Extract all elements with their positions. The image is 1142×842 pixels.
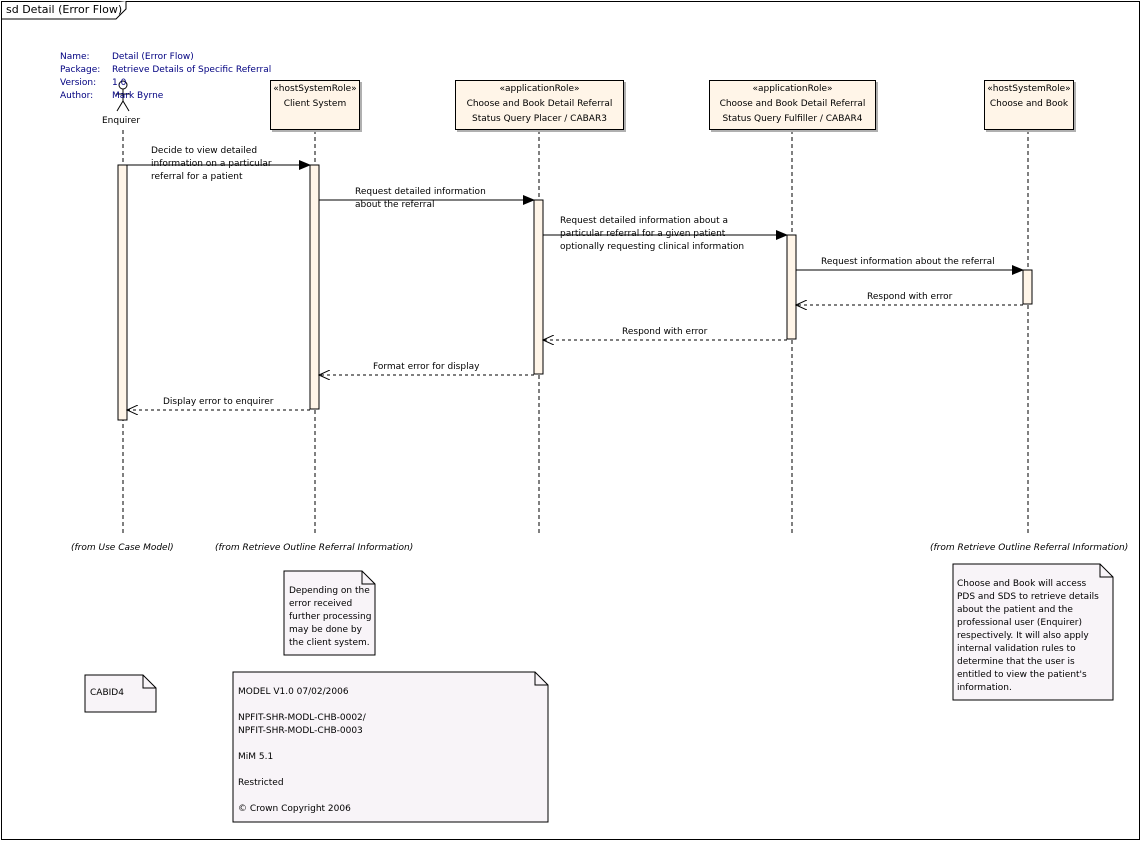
lifeline-choose-and-book[interactable]: «hostSystemRole» Choose and Book <box>984 80 1074 130</box>
meta-key: Author: <box>60 91 94 101</box>
note-line: information. <box>957 683 1012 693</box>
note-line: error received <box>289 599 353 609</box>
meta-key: Package: <box>60 65 101 75</box>
note-line: MODEL V1.0 07/02/2006 <box>238 687 349 697</box>
note-line: Depending on the <box>289 586 370 596</box>
note-line: MiM 5.1 <box>238 752 274 762</box>
note-line: about the patient and the <box>957 605 1073 615</box>
msg-label-2: Request detailed information about the r… <box>355 186 486 212</box>
msg-line: optionally requesting clinical informati… <box>560 242 745 252</box>
lifeline-cabar3[interactable]: «applicationRole» Choose and Book Detail… <box>455 80 624 130</box>
msg-line: Format error for display <box>373 362 480 372</box>
note-line: entitled to view the patient's <box>957 670 1087 680</box>
meta-key: Version: <box>60 78 97 88</box>
lifeline-client-from-label: (from Retrieve Outline Referral Informat… <box>215 543 414 553</box>
lifeline-stereotype: «applicationRole» <box>499 84 580 94</box>
note-processing-shape <box>283 570 376 656</box>
lifeline-stereotype: «applicationRole» <box>752 84 833 94</box>
note-line: further processing <box>289 612 372 622</box>
note-line: PDS and SDS to retrieve details <box>957 592 1099 602</box>
msg-label-8: Display error to enquirer <box>163 396 273 409</box>
lifeline-name-2: Status Query Fulfiller / CABAR4 <box>722 114 863 124</box>
note-choose-book-shape <box>952 563 1114 701</box>
meta-value: 1.0 <box>112 78 127 88</box>
note-line: NPFIT-SHR-MODL-CHB-0003 <box>238 726 363 736</box>
meta-row-name: Name: Detail (Error Flow) <box>60 51 271 64</box>
msg-label-3: Request detailed information about a par… <box>560 215 744 254</box>
lifeline-stereotype: «hostSystemRole» <box>273 84 357 94</box>
msg-line: Respond with error <box>867 292 953 302</box>
note-line: determine that the user is <box>957 657 1075 667</box>
actor-from-label: (from Use Case Model) <box>71 543 174 553</box>
meta-value: Retrieve Details of Specific Referral <box>112 65 272 75</box>
note-line: professional user (Enquirer) <box>957 618 1082 628</box>
msg-line: referral for a patient <box>151 172 243 182</box>
activation-client <box>309 164 320 410</box>
frame-tab-shape <box>1 1 127 20</box>
meta-value: Mark Byrne <box>112 91 164 101</box>
msg-line: particular referral for a given patient <box>560 229 726 239</box>
msg-line: information on a particular <box>151 159 272 169</box>
note-line <box>238 738 366 751</box>
lifeline-name-2: Status Query Placer / CABAR3 <box>472 114 607 124</box>
note-line: respectively. It will also apply <box>957 631 1089 641</box>
actor-figure <box>116 80 130 112</box>
note-line: Restricted <box>238 778 284 788</box>
lifeline-cabar4[interactable]: «applicationRole» Choose and Book Detail… <box>709 80 876 130</box>
lifeline-stereotype: «hostSystemRole» <box>987 84 1071 94</box>
note-processing: Depending on the error received further … <box>289 585 371 650</box>
note-cabid-shape <box>84 674 157 713</box>
msg-line: Request information about the referral <box>821 257 995 267</box>
note-line: Choose and Book will access <box>957 579 1087 589</box>
msg-label-1: Decide to view detailed information on a… <box>151 145 272 184</box>
msg-line: Display error to enquirer <box>163 397 274 407</box>
actor-enquirer-label: Enquirer <box>102 116 141 126</box>
msg-line: Request detailed information about a <box>560 216 728 226</box>
msg-line: Decide to view detailed <box>151 146 258 156</box>
frame-title: sd Detail (Error Flow) <box>6 3 123 16</box>
activation-cabar4 <box>786 234 797 340</box>
lifeline-name: Choose and Book Detail Referral <box>719 99 866 109</box>
lifeline-name: Choose and Book Detail Referral <box>466 99 613 109</box>
msg-label-6: Respond with error <box>622 326 707 339</box>
lifeline-name: Choose and Book <box>989 99 1069 109</box>
note-line <box>238 764 366 777</box>
activation-enquirer <box>117 164 128 421</box>
note-choose-book: Choose and Book will access PDS and SDS … <box>957 578 1099 695</box>
activation-cab <box>1022 269 1033 305</box>
note-line: NPFIT-SHR-MODL-CHB-0002/ <box>238 713 366 723</box>
lifeline-cab-from-label: (from Retrieve Outline Referral Informat… <box>930 543 1129 553</box>
note-model: MODEL V1.0 07/02/2006 NPFIT-SHR-MODL-CHB… <box>238 686 366 816</box>
activation-cabar3 <box>533 199 544 375</box>
meta-row-package: Package: Retrieve Details of Specific Re… <box>60 64 271 77</box>
note-line: © Crown Copyright 2006 <box>238 804 351 814</box>
meta-row-version: Version: 1.0 <box>60 77 271 90</box>
meta-value: Detail (Error Flow) <box>112 52 194 62</box>
msg-line: about the referral <box>355 200 435 210</box>
msg-line: Respond with error <box>622 327 708 337</box>
meta-key: Name: <box>60 52 90 62</box>
note-model-shape <box>232 671 549 823</box>
lifeline-client-system[interactable]: «hostSystemRole» Client System <box>270 80 360 130</box>
msg-label-4: Request information about the referral <box>821 256 995 269</box>
note-line <box>238 699 366 712</box>
msg-label-5: Respond with error <box>867 291 952 304</box>
meta-row-author: Author: Mark Byrne <box>60 90 271 103</box>
msg-line: Request detailed information <box>355 187 486 197</box>
note-line: may be done by <box>289 625 362 635</box>
note-cabid: CABID4 <box>90 688 124 698</box>
diagram-metadata: Name: Detail (Error Flow) Package: Retri… <box>60 51 271 103</box>
note-line: internal validation rules to <box>957 644 1076 654</box>
note-line <box>238 790 366 803</box>
msg-label-7: Format error for display <box>373 361 479 374</box>
note-line: the client system. <box>289 638 370 648</box>
lifeline-name: Client System <box>283 99 347 109</box>
